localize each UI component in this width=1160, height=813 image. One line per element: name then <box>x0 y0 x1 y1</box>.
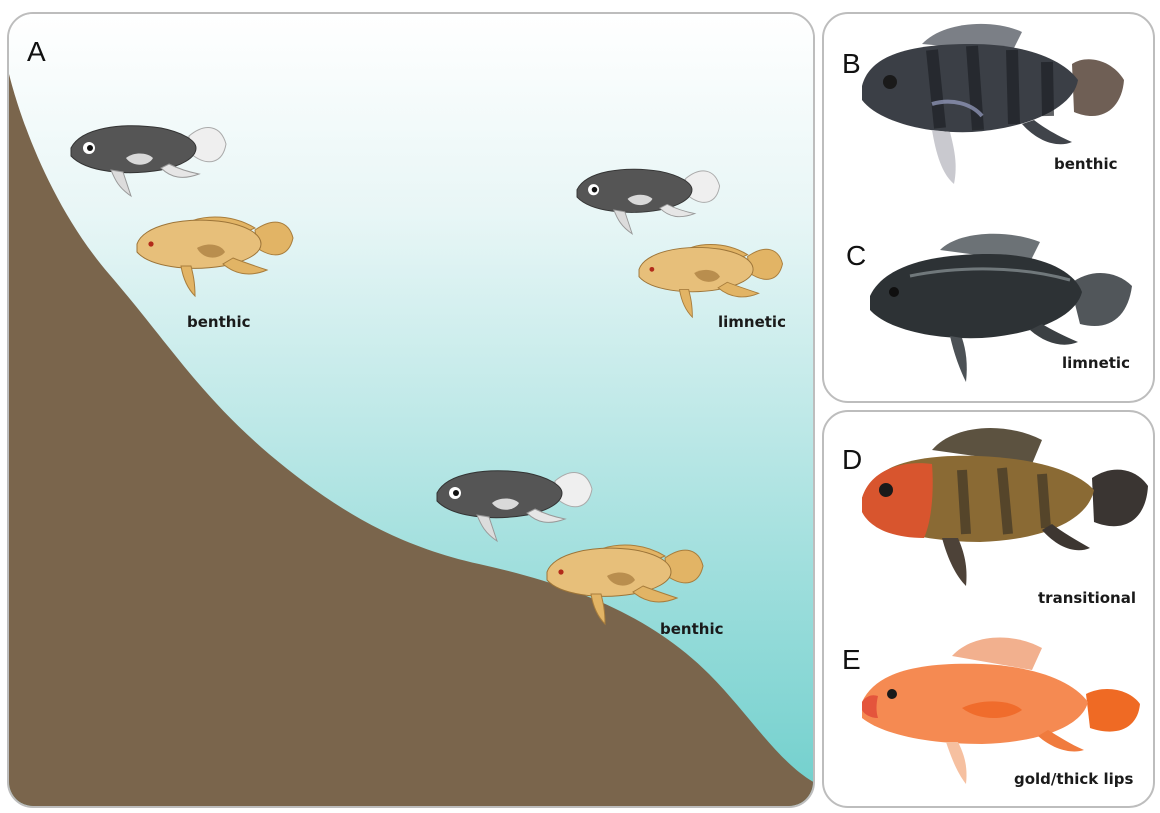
label-benthic-upper: benthic <box>187 315 250 330</box>
fish-photos-bc <box>824 14 1155 403</box>
panel-letter-c: C <box>846 242 866 270</box>
label-limnetic-photo: limnetic <box>1062 356 1130 371</box>
label-benthic-photo: benthic <box>1054 157 1117 172</box>
label-limnetic: limnetic <box>718 315 786 330</box>
panel-letter-b: B <box>842 50 861 78</box>
panel-letter-a: A <box>27 38 46 66</box>
panel-letter-d: D <box>842 446 862 474</box>
panel-letter-e: E <box>842 646 861 674</box>
panel-bc: B benthic C limnetic <box>822 12 1155 403</box>
fish-photo-transitional <box>862 428 1148 586</box>
fish-photo-gold <box>862 638 1140 784</box>
lake-scene <box>9 14 815 808</box>
label-gold-thick-lips: gold/thick lips <box>1014 772 1133 787</box>
panel-a: A benthic limnetic benthic <box>7 12 815 808</box>
label-benthic-lower: benthic <box>660 622 723 637</box>
label-transitional: transitional <box>1038 591 1136 606</box>
panel-de: D transitional E gold/thick lips <box>822 410 1155 808</box>
fish-photos-de <box>824 412 1155 808</box>
